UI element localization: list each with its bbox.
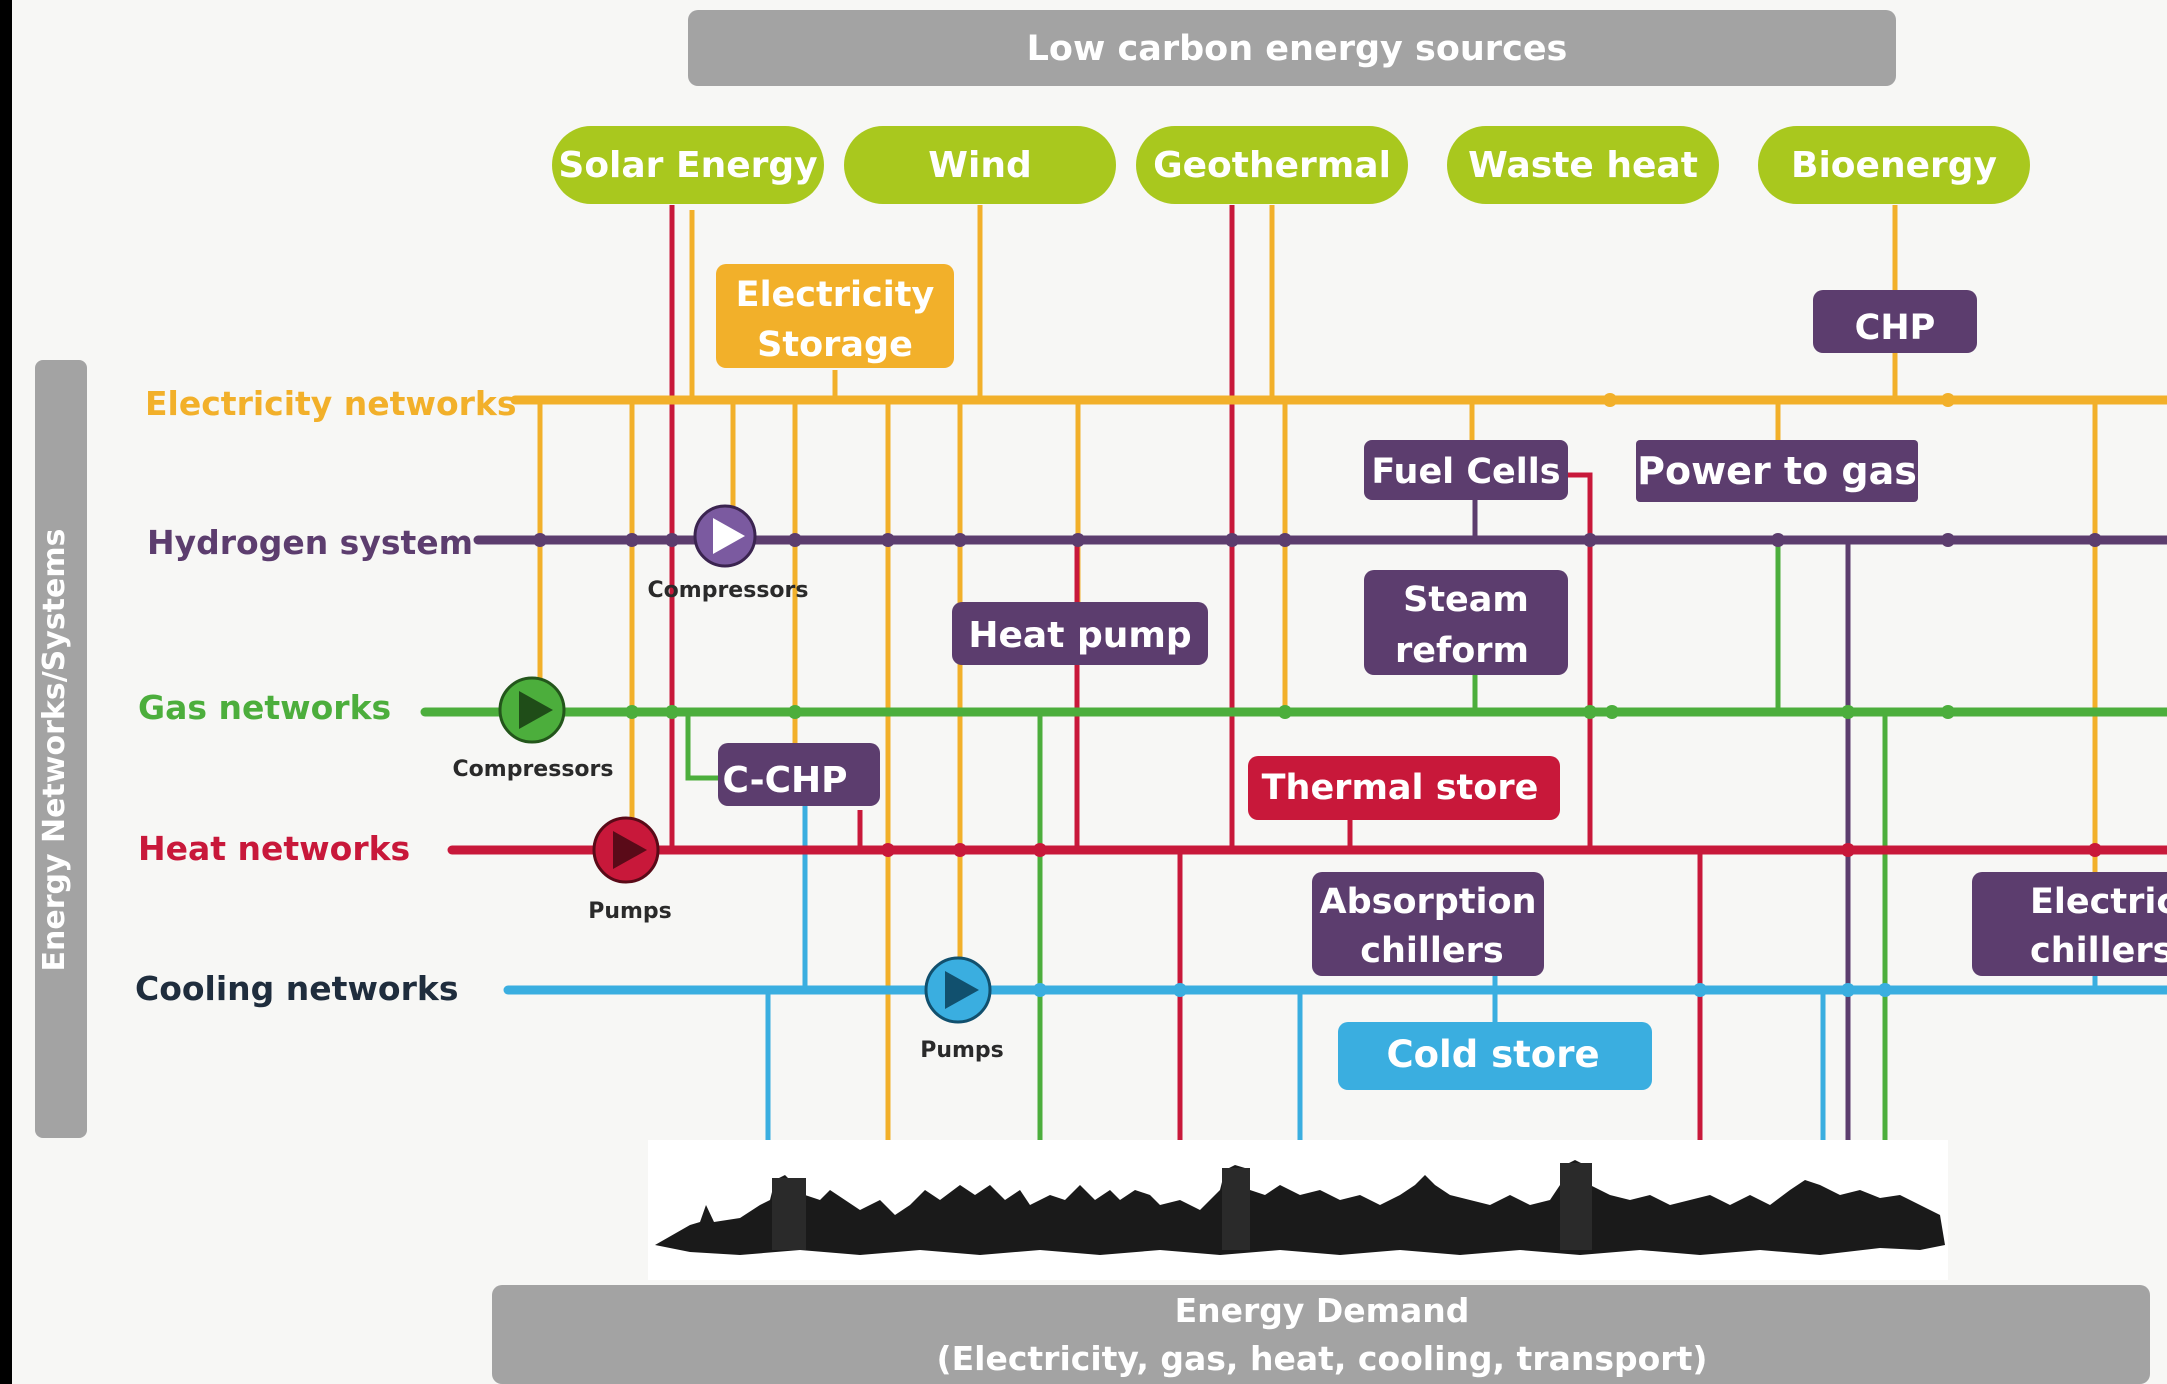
source-pill-waste-heat bbox=[1447, 126, 1719, 204]
absorption-chillers-box bbox=[1312, 872, 1544, 976]
thermal-store-label: Thermal store bbox=[1262, 768, 1539, 808]
power-to-gas-label: Power to gas bbox=[1637, 449, 1917, 493]
source-label-solar: Solar Energy bbox=[558, 145, 817, 186]
fuel-cells-label: Fuel Cells bbox=[1371, 452, 1560, 492]
steam-reform-box bbox=[1364, 570, 1568, 675]
bottom-banner bbox=[492, 1285, 2150, 1384]
top-banner-title: Low carbon energy sources bbox=[1027, 29, 1568, 69]
absorption-chillers-line2: chillers bbox=[1360, 931, 1504, 971]
source-label-bioenergy: Bioenergy bbox=[1791, 145, 1997, 186]
source-pill-bioenergy bbox=[1758, 126, 2030, 204]
network-label-heat: Heat networks bbox=[138, 829, 410, 868]
source-pill-solar bbox=[552, 126, 824, 204]
absorption-chillers-line1: Absorption bbox=[1319, 882, 1536, 922]
source-label-waste-heat: Waste heat bbox=[1468, 145, 1698, 186]
heat-pump-box bbox=[952, 602, 1208, 665]
cooling-pump-device-label: Pumps bbox=[920, 1038, 1004, 1063]
left-border bbox=[0, 0, 12, 1384]
electricity-storage-line1: Electricity bbox=[736, 275, 935, 315]
gas-compressor: Compressors bbox=[453, 676, 614, 782]
electricity-storage-box bbox=[716, 264, 954, 368]
network-label-electricity: Electricity networks bbox=[145, 384, 516, 423]
side-banner-label: Energy Networks/Systems bbox=[37, 529, 72, 972]
gas-compressor-label: Compressors bbox=[453, 757, 614, 782]
chp-label: CHP bbox=[1855, 308, 1936, 348]
chp-box bbox=[1813, 290, 1977, 353]
thermal-store-box bbox=[1248, 756, 1560, 820]
junction-dots bbox=[533, 393, 2102, 997]
bottom-banner-line2: (Electricity, gas, heat, cooling, transp… bbox=[937, 1339, 1708, 1378]
source-pill-geothermal bbox=[1136, 126, 1408, 204]
bottom-banner-line1: Energy Demand bbox=[1175, 1291, 1470, 1330]
source-label-geothermal: Geothermal bbox=[1153, 145, 1391, 186]
network-lines bbox=[420, 395, 2167, 995]
steam-reform-line1: Steam bbox=[1403, 580, 1529, 620]
electric-chillers-line1: Electric bbox=[2030, 882, 2167, 922]
source-label-wind: Wind bbox=[928, 145, 1031, 186]
source-pill-wind bbox=[844, 126, 1116, 204]
c-chp-label: C-CHP bbox=[722, 760, 847, 801]
power-to-gas-box bbox=[1636, 440, 1918, 502]
fuel-cells-box bbox=[1364, 440, 1568, 500]
network-label-cooling: Cooling networks bbox=[135, 969, 458, 1008]
network-label-hydrogen: Hydrogen system bbox=[147, 523, 473, 562]
electricity-storage-line2: Storage bbox=[757, 325, 913, 365]
cooling-pump-device: Pumps bbox=[920, 956, 1004, 1063]
side-banner bbox=[35, 360, 87, 1138]
hydrogen-compressor: Compressors bbox=[648, 504, 809, 603]
cold-store-label: Cold store bbox=[1386, 1033, 1599, 1076]
steam-reform-line2: reform bbox=[1395, 631, 1529, 671]
network-label-gas: Gas networks bbox=[138, 688, 391, 727]
heat-pump-device-label: Pumps bbox=[588, 899, 672, 924]
electric-chillers-line2: chillers bbox=[2030, 931, 2167, 971]
cold-store-box bbox=[1338, 1022, 1652, 1090]
heat-pump-label: Heat pump bbox=[968, 615, 1191, 656]
top-banner bbox=[688, 10, 1896, 86]
c-chp-box bbox=[718, 743, 880, 806]
electric-chillers-box bbox=[1972, 872, 2167, 976]
technology-boxes: Electricity Storage CHP Fuel Cells Power… bbox=[716, 264, 2167, 1090]
heat-pump-device: Pumps bbox=[588, 816, 672, 924]
source-pills: Solar Energy Wind Geothermal Waste heat … bbox=[552, 126, 2030, 204]
city-skyline bbox=[648, 1140, 1948, 1280]
hydrogen-compressor-label: Compressors bbox=[648, 578, 809, 603]
